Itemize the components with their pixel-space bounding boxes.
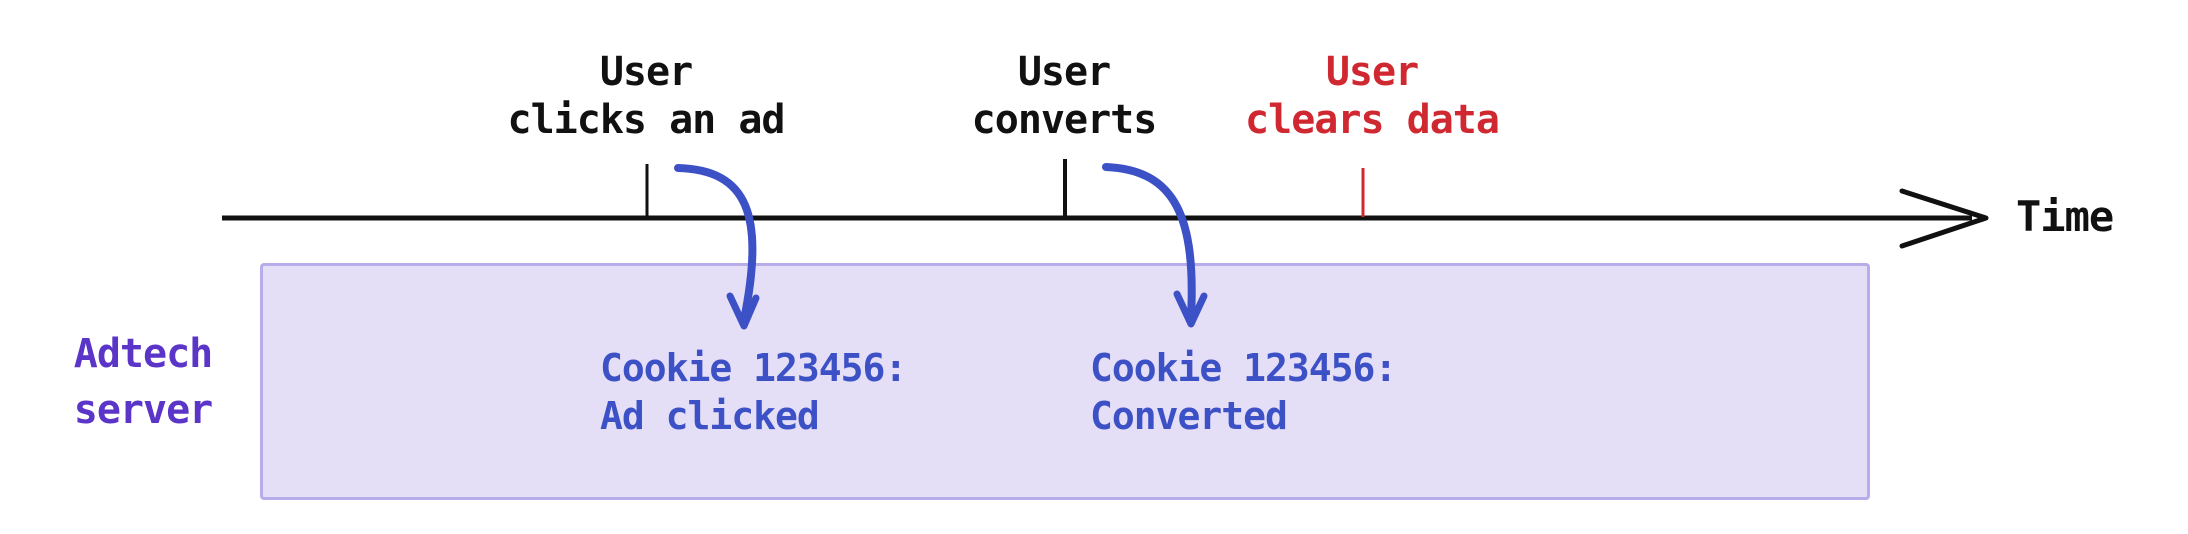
cookie-record-line: Cookie 123456: bbox=[1090, 346, 1397, 390]
adtech-server-label: Adtech server bbox=[74, 326, 213, 438]
event-label-line: clicks an ad bbox=[507, 97, 786, 143]
event-label-line: clears data bbox=[1245, 97, 1500, 143]
event-label-ad-click: User clicks an ad bbox=[507, 48, 786, 144]
time-axis-arrowhead-icon bbox=[1899, 188, 1989, 249]
curved-arrow-ad-click-head-icon bbox=[726, 292, 760, 330]
event-label-line: User bbox=[1017, 49, 1111, 95]
event-label-line: User bbox=[599, 49, 693, 95]
cookie-record-ad-clicked: Cookie 123456: Ad clicked bbox=[600, 344, 907, 440]
cookie-record-line: Converted bbox=[1090, 394, 1288, 438]
curved-arrow-conversion-head-icon bbox=[1173, 290, 1208, 328]
event-label-line: User bbox=[1325, 49, 1419, 95]
server-label-line: server bbox=[73, 387, 213, 433]
event-label-conversion: User converts bbox=[971, 48, 1158, 144]
cookie-record-line: Cookie 123456: bbox=[600, 346, 907, 390]
event-label-data-clear: User clears data bbox=[1245, 48, 1500, 144]
curved-arrow-conversion-icon bbox=[1102, 163, 1196, 322]
server-label-line: Adtech bbox=[73, 331, 213, 377]
event-label-line: converts bbox=[971, 97, 1158, 143]
adtech-server-box bbox=[260, 263, 1870, 500]
cookie-record-converted: Cookie 123456: Converted bbox=[1090, 344, 1397, 440]
cookie-record-line: Ad clicked bbox=[600, 394, 820, 438]
time-axis-label: Time bbox=[2016, 192, 2114, 241]
curved-arrow-ad-click-icon bbox=[674, 164, 757, 324]
